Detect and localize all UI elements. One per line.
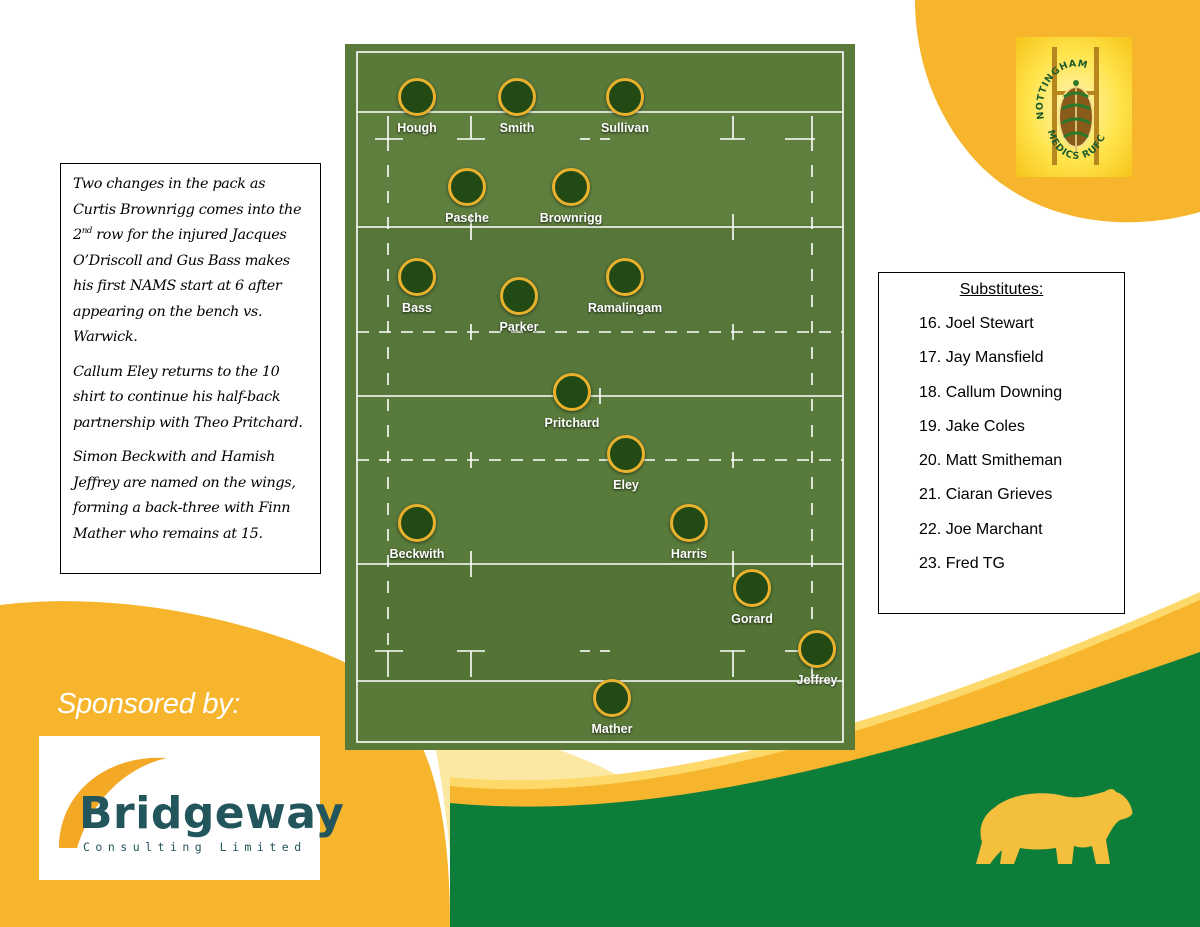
player-marker	[500, 277, 538, 315]
sponsor-logo: Bridgeway Consulting Limited	[39, 736, 344, 880]
player-marker	[553, 373, 591, 411]
substitutes-panel: Substitutes: 16. Joel Stewart 17. Jay Ma…	[878, 272, 1125, 614]
player-marker	[498, 78, 536, 116]
list-item: 23. Fred TG	[919, 555, 1005, 573]
player-marker	[606, 258, 644, 296]
player-marker	[607, 435, 645, 473]
player-marker	[593, 679, 631, 717]
substitutes-list: 16. Joel Stewart 17. Jay Mansfield 18. C…	[919, 313, 1062, 587]
player-marker	[733, 569, 771, 607]
list-item: 17. Jay Mansfield	[919, 349, 1044, 367]
player-marker	[398, 78, 436, 116]
player-marker	[798, 630, 836, 668]
bear-icon	[976, 789, 1133, 864]
player-marker	[398, 258, 436, 296]
list-item: 20. Matt Smitheman	[919, 452, 1063, 470]
list-item: 22. Joe Marchant	[919, 520, 1043, 538]
preview-paragraph-3: Simon Beckwith and Hamish Jeffrey are na…	[73, 449, 296, 542]
player-marker	[398, 504, 436, 542]
rugby-posts-ball-caduceus-icon	[1052, 47, 1099, 165]
list-item: 21. Ciaran Grieves	[919, 486, 1053, 504]
sponsor-name: Bridgeway	[79, 788, 345, 839]
club-logo: NOTTINGHAM MEDICS RUFC	[1016, 37, 1132, 177]
list-item: 16. Joel Stewart	[919, 315, 1034, 332]
preview-paragraph-1: Two changes in the pack as Curtis Brownr…	[73, 176, 302, 345]
player-marker	[552, 168, 590, 206]
list-item: 19. Jake Coles	[919, 417, 1025, 435]
rugby-pitch: Hough Smith Sullivan Pasche Brownrigg Ba…	[345, 44, 855, 750]
player-marker	[670, 504, 708, 542]
sponsor-subtitle: Consulting Limited	[83, 840, 307, 854]
sponsor-swoosh-icon	[59, 757, 167, 848]
match-preview-text: Two changes in the pack as Curtis Brownr…	[60, 163, 321, 574]
player-marker	[606, 78, 644, 116]
sponsor-label: Sponsored by:	[57, 688, 241, 720]
substitutes-title: Substitutes:	[959, 281, 1044, 298]
player-marker	[448, 168, 486, 206]
list-item: 18. Callum Downing	[919, 383, 1063, 401]
preview-paragraph-2: Callum Eley returns to the 10 shirt to c…	[73, 363, 303, 431]
